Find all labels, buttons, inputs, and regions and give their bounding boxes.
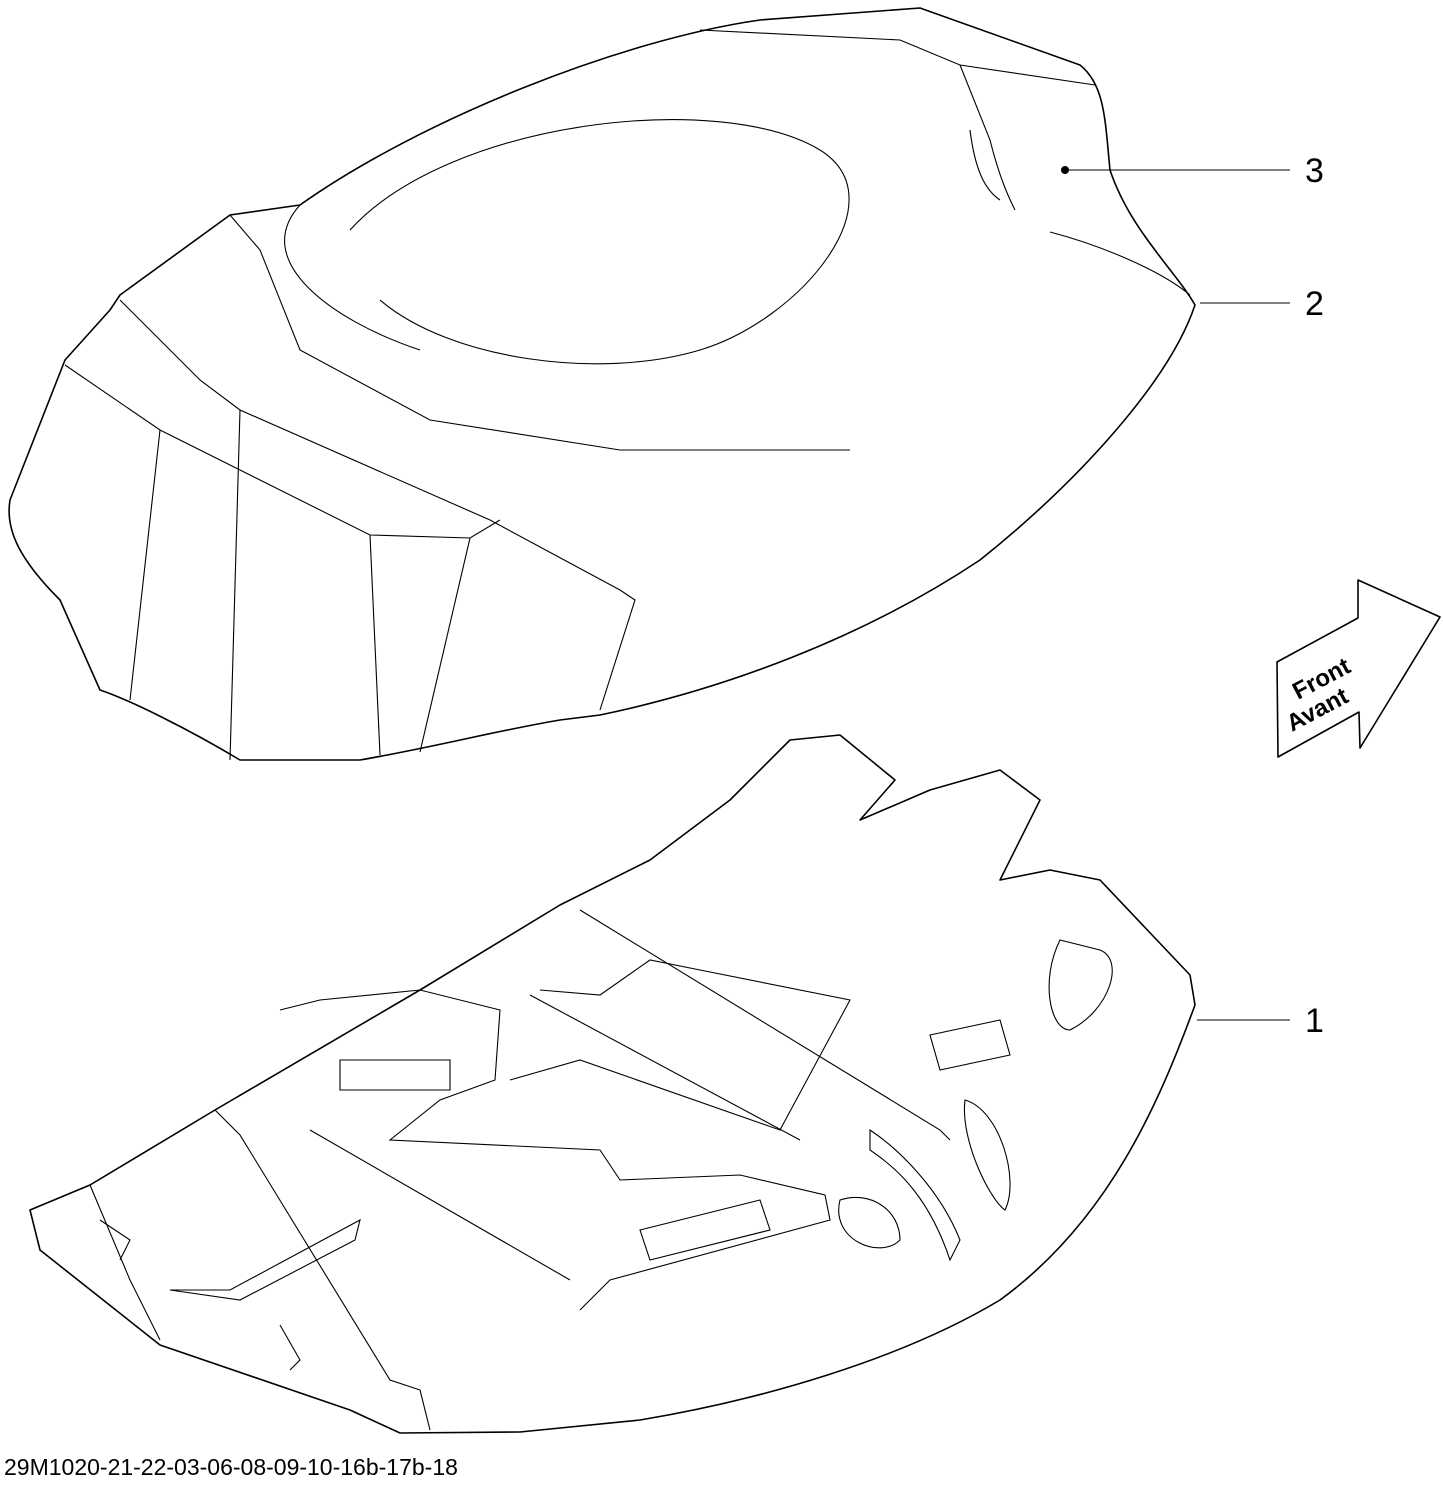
arrow-shape xyxy=(1276,579,1441,758)
front-direction-arrow: Front Avant xyxy=(1276,579,1441,758)
callout-3: 3 xyxy=(1305,152,1324,190)
seat-cover-drawing xyxy=(8,7,1196,761)
callout-2: 2 xyxy=(1305,285,1324,323)
callout-1: 1 xyxy=(1305,1002,1324,1040)
leader-lines xyxy=(1061,166,1290,1021)
seat-base-drawing xyxy=(29,734,1196,1434)
reference-code: 29M1020-21-22-03-06-08-09-10-16b-17b-18 xyxy=(4,1454,458,1480)
